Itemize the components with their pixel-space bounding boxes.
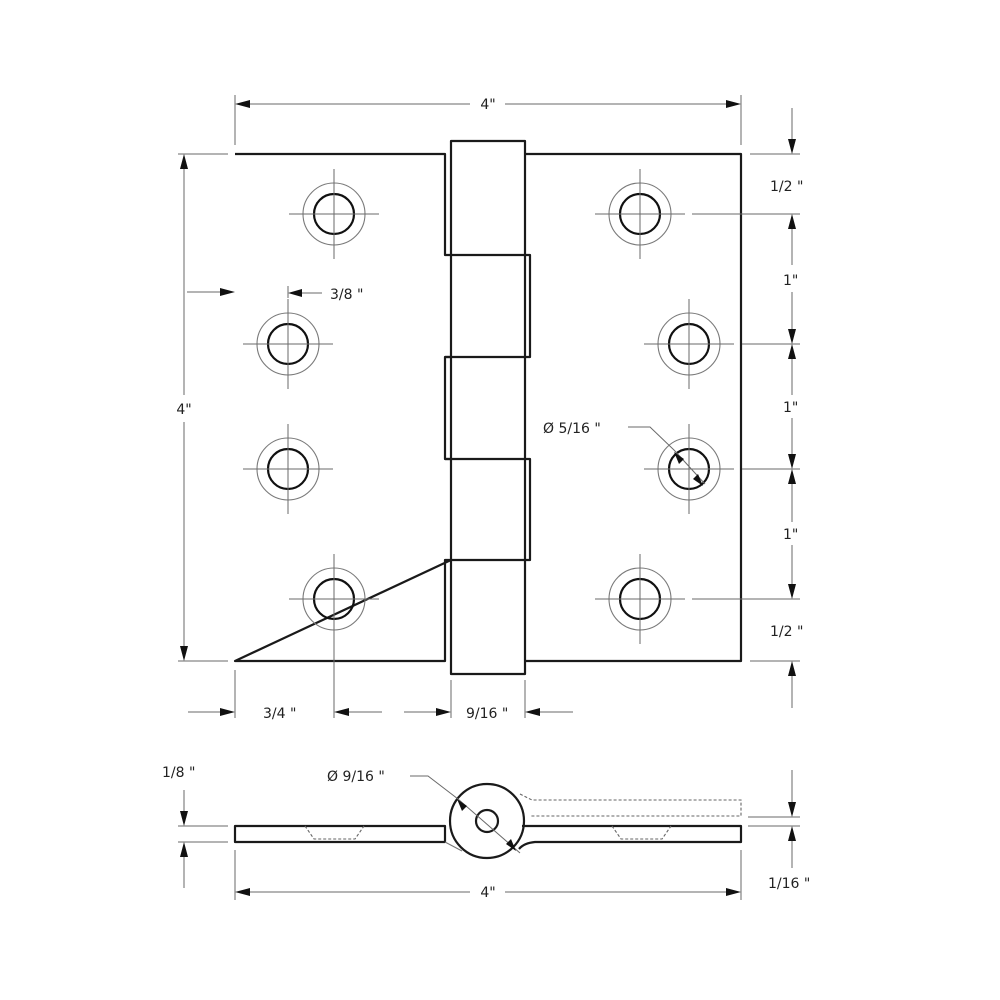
end-width-label: 4" <box>480 885 495 901</box>
top-width-label: 4" <box>480 97 495 113</box>
dimension-bottom: 3/4 " 9/16 " <box>188 630 573 722</box>
screw-hole-left-2 <box>241 297 335 391</box>
right-dim-label-3: 1" <box>783 400 798 416</box>
end-countersink-right <box>611 825 672 840</box>
dimension-left-height: 4" <box>176 153 235 662</box>
right-dim-label-2: 1" <box>783 273 798 289</box>
open-height-label: 1/8 " <box>162 765 195 781</box>
pin-diameter-label: Ø 9/16 " <box>327 769 385 785</box>
bottom-offset-label: 3/4 " <box>263 706 296 722</box>
right-dim-label-4: 1" <box>783 527 798 543</box>
dimension-top-width: 4" <box>234 95 742 145</box>
dimension-right-chain: 1/2 " 1" 1" 1" 1/2 " <box>692 108 803 708</box>
end-barrel <box>448 782 526 860</box>
dimension-hole-diameter: Ø 5/16 " <box>543 421 706 486</box>
end-right-leaf <box>518 824 743 850</box>
right-dim-label-1: 1/2 " <box>770 179 803 195</box>
screw-hole-right-4 <box>593 552 687 646</box>
knuckle-width-label: 9/16 " <box>466 706 508 722</box>
left-leaf-outline <box>233 152 453 663</box>
screw-hole-right-3 <box>642 422 736 516</box>
screw-hole-left-1 <box>287 167 381 261</box>
hinge-knuckles <box>445 139 532 676</box>
right-leaf-outline <box>525 152 743 663</box>
hole-offset-label: 3/8 " <box>330 287 363 303</box>
end-left-leaf <box>233 824 447 844</box>
end-hidden-open-leaf <box>519 793 742 817</box>
leaf-thickness-label: 1/16 " <box>768 876 810 892</box>
dimension-hole-edge-offset: 3/8 " <box>287 286 363 303</box>
front-view: 4" 4" 3/8 " Ø 5/16 " <box>176 95 803 722</box>
screw-hole-right-1 <box>593 167 687 261</box>
end-countersink-left <box>304 825 365 840</box>
screw-hole-left-3 <box>241 422 335 516</box>
screw-hole-right-2 <box>642 297 736 391</box>
right-dim-label-5: 1/2 " <box>770 624 803 640</box>
end-view: Ø 9/16 " 1/8 " 1/16 " 4" <box>162 765 810 901</box>
end-pin <box>474 808 500 834</box>
hole-diameter-label: Ø 5/16 " <box>543 421 601 437</box>
left-height-label: 4" <box>176 402 191 418</box>
